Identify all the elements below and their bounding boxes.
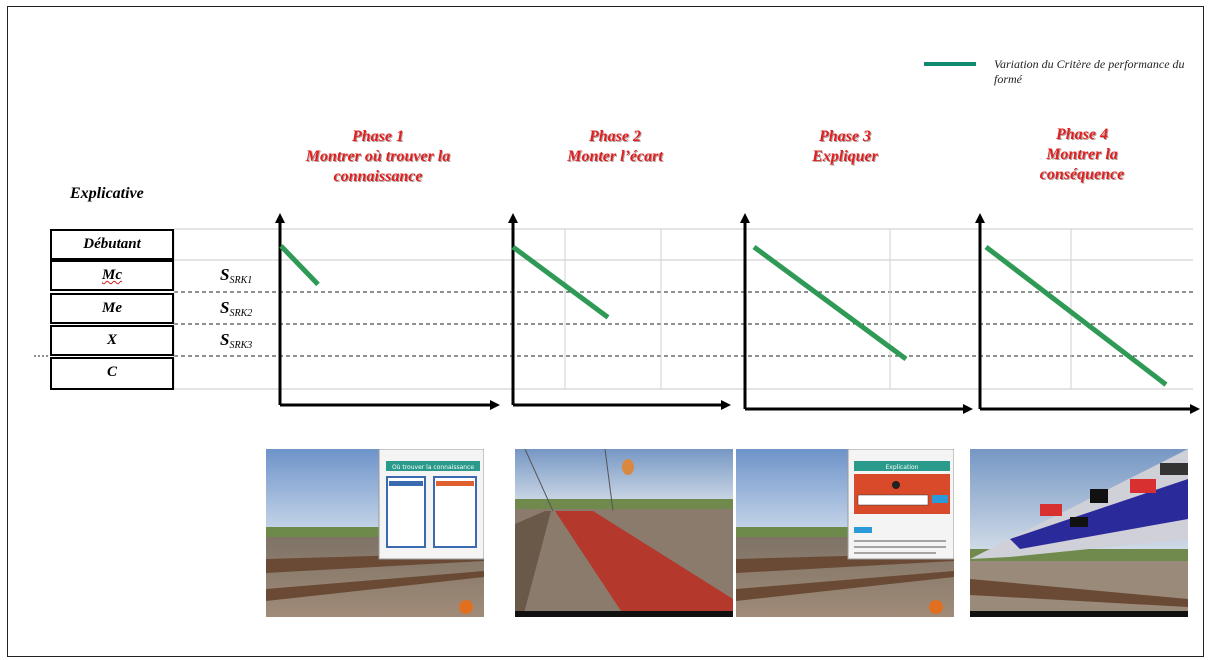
threshold-srk2: SSRK2 (220, 298, 253, 319)
phase-1-line2: connaissance (333, 168, 423, 185)
phase-1-performance-line (279, 244, 320, 287)
phase-2-performance-line (511, 244, 610, 320)
level-me: Me (50, 293, 174, 324)
phase-4-y-arrow (975, 213, 985, 223)
phase-2-number: Phase 2 (589, 128, 641, 145)
phase-3-number: Phase 3 (819, 128, 871, 145)
phase-2-title: Phase 2 Monter l’écart (505, 127, 725, 167)
phase-3-title: Phase 3 Expliquer (735, 127, 955, 167)
performance-lines (279, 244, 1168, 387)
threshold-srk3: SSRK3 (220, 330, 253, 351)
mode-heading: Explicative (70, 185, 144, 202)
phase1-overlay-title: Où trouver la connaissance (392, 464, 474, 471)
phase-4-number: Phase 4 (1056, 126, 1108, 143)
phase-3-x-arrow (963, 404, 973, 414)
phase-4-x-arrow (1190, 404, 1200, 414)
phase-3-performance-line (752, 244, 908, 362)
phase-4-title: Phase 4 Montrer la conséquence (972, 125, 1192, 185)
phase-1-number: Phase 1 (352, 128, 404, 145)
phase-axes (275, 213, 1200, 414)
phase-4-performance-line (984, 245, 1168, 387)
phase-1-y-arrow (275, 213, 285, 223)
level-c: C (50, 357, 174, 390)
phase3-screenshot: Explication (736, 449, 954, 617)
diagram-frame: Variation du Critère de performance du f… (7, 6, 1204, 657)
level-grid-lines (34, 228, 1193, 390)
phase-1-title: Phase 1 Montrer où trouver la connaissan… (268, 127, 488, 187)
phase1-screenshot: Où trouver la connaissance (266, 449, 484, 617)
phase-3-line1: Expliquer (812, 148, 878, 165)
phase-2-y-arrow (508, 213, 518, 223)
phase3-overlay-title: Explication (886, 464, 919, 471)
phase4-screenshot (970, 449, 1188, 617)
legend-label: Variation du Critère de performance du f… (994, 57, 1185, 86)
phase2-screenshot (515, 449, 733, 617)
phase-4-line1: Montrer la (1046, 146, 1118, 163)
phase-3-y-arrow (740, 213, 750, 223)
phase-1-x-arrow (490, 400, 500, 410)
phase-1-line1: Montrer où trouver la (305, 148, 451, 165)
legend-line-swatch (924, 62, 976, 66)
phase-4-line2: conséquence (1039, 166, 1125, 183)
level-mc: Mc (50, 260, 174, 291)
threshold-srk1: SSRK1 (220, 265, 253, 286)
level-debutant: Débutant (50, 229, 174, 260)
phase-grid (34, 213, 1200, 414)
level-x: X (50, 325, 174, 356)
phase-2-x-arrow (721, 400, 731, 410)
phase-2-line1: Monter l’écart (567, 148, 663, 165)
phase-vertical-dividers (173, 229, 1072, 389)
